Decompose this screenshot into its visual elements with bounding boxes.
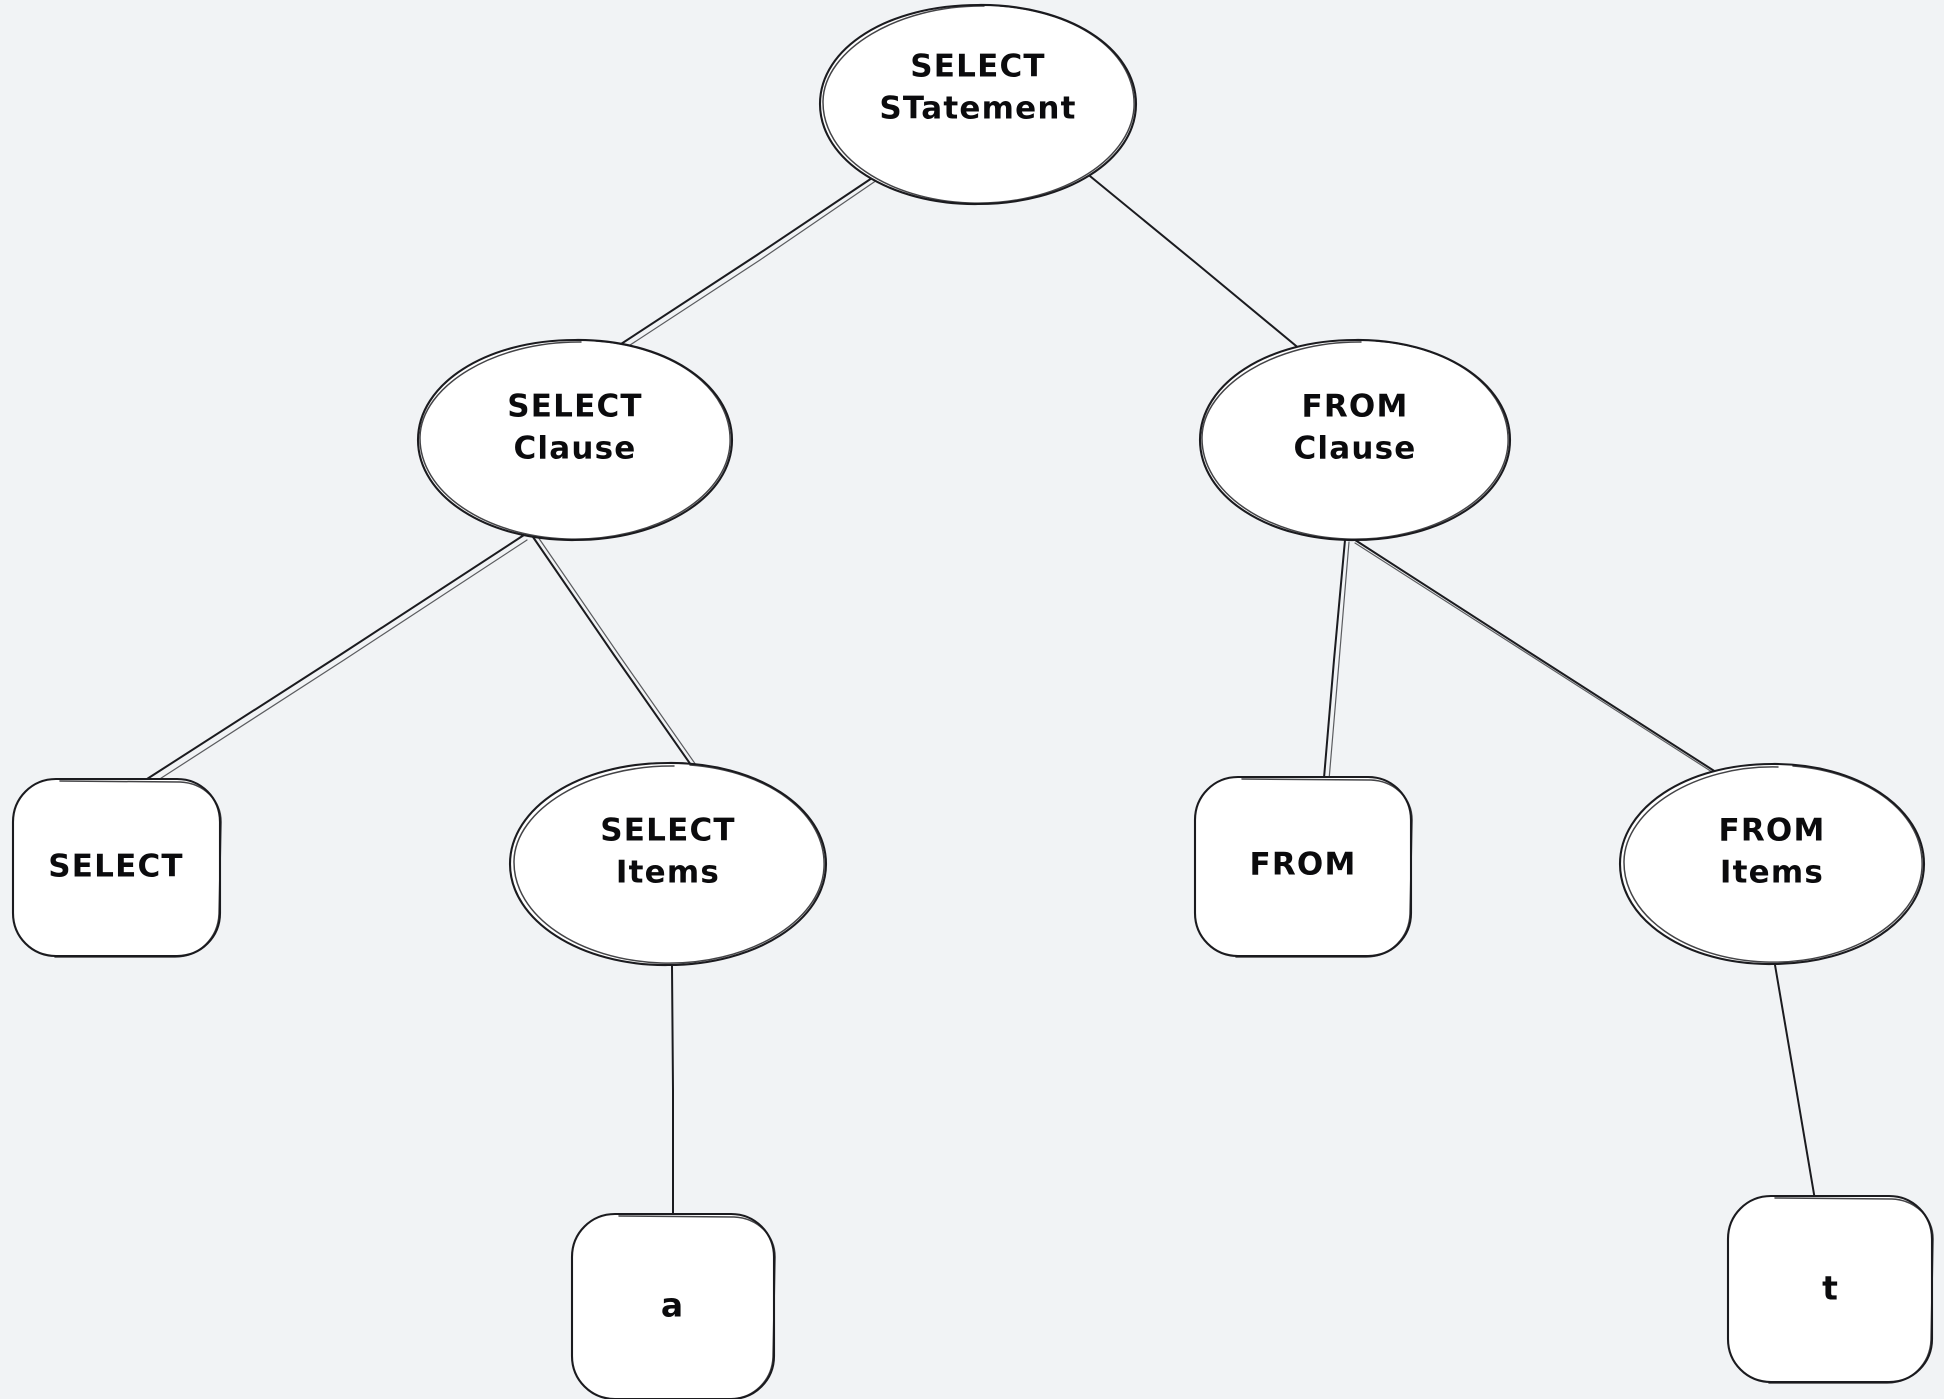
edge-select-clause-to-select-items [532,536,697,766]
node-select-terminal[interactable]: SELECT [11,777,222,958]
edge-from-items-to-value-t [1774,964,1816,1201]
node-from-clause[interactable]: FROM Clause [1198,338,1512,542]
node-select-clause[interactable]: SELECT SELECT Clause [416,334,734,542]
node-label-select-terminal: SELECT [48,849,184,885]
node-label-from-items-line2: Items [1720,855,1824,891]
node-label-select-items-line1: SELECT [600,813,736,849]
edge-root-to-from-clause [1084,171,1302,351]
node-label-from-clause-line2: Clause [1293,431,1416,467]
edge-layer [146,171,1816,1217]
node-label-from-items-line1: FROM [1718,813,1825,849]
node-label-value-a: a [661,1286,683,1325]
node-label-value-t: t [1822,1269,1838,1308]
node-label-select-items-line2: Items [616,855,720,891]
edge-select-clause-to-select-terminal [146,534,528,785]
node-from-items[interactable]: FROM Items [1618,762,1926,966]
node-label-select-statement-line1: SELECT [910,49,1046,85]
node-label-from-clause-line1: FROM [1301,389,1408,425]
node-from-terminal[interactable]: FROM [1193,775,1413,958]
node-select-statement[interactable]: SELECT STatement [818,3,1138,206]
node-label-select-statement-line2: STatement [879,91,1076,127]
node-label-select-clause-text2: Clause [513,431,636,467]
edge-from-clause-to-from-items [1351,537,1724,780]
edge-select-items-to-value-a [671,965,674,1217]
edge-root-to-select-clause [620,173,881,350]
node-value-t[interactable]: t [1726,1194,1934,1384]
node-value-a[interactable]: a [570,1212,776,1399]
node-select-items[interactable]: SELECT Items [508,761,828,967]
node-label-from-terminal: FROM [1249,847,1356,883]
node-label-select-clause-text1: SELECT [507,389,643,425]
edge-from-clause-to-from-terminal [1323,539,1350,781]
